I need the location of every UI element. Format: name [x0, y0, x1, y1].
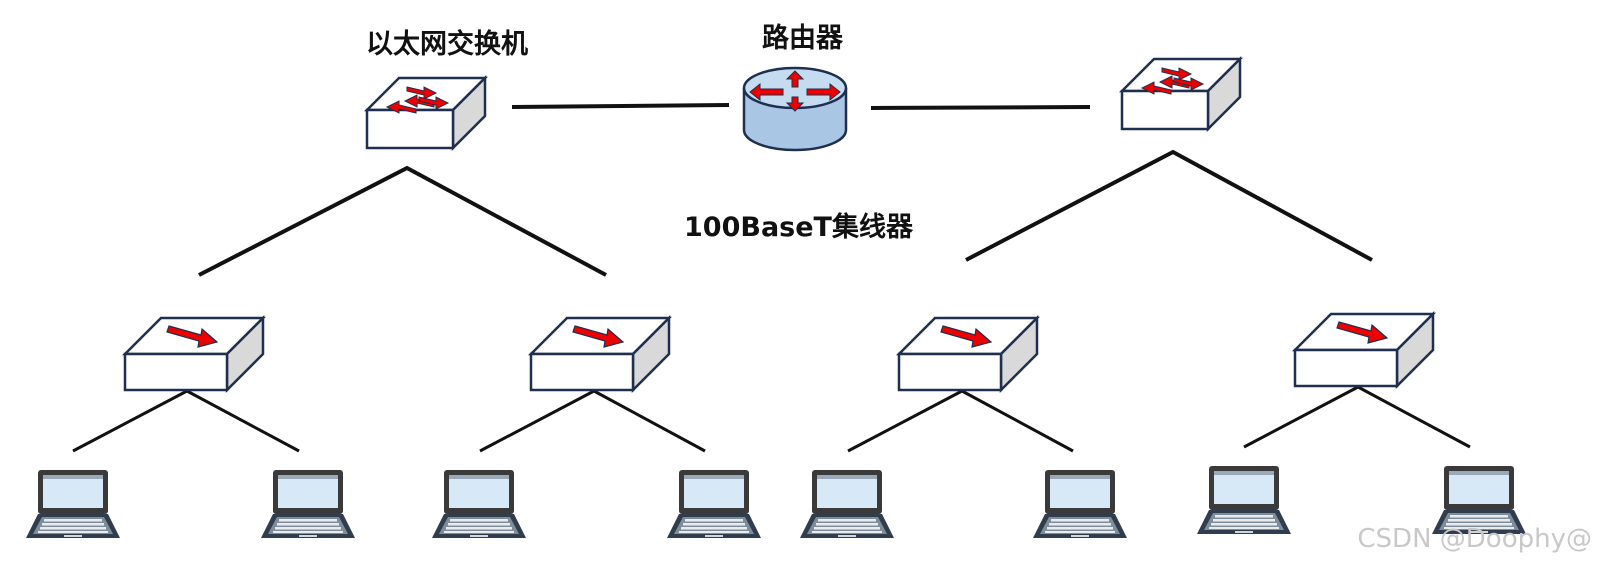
link-router-right-switch	[870, 105, 1091, 110]
laptop-icon	[26, 470, 120, 538]
router-label: 路由器	[762, 23, 843, 54]
laptop-icon	[1033, 470, 1127, 538]
hub-icon	[529, 316, 671, 392]
laptop-icon	[800, 470, 894, 538]
ethernet-switch-icon	[365, 76, 487, 150]
watermark: CSDN @Doophy@	[1357, 524, 1592, 554]
hub-icon	[1293, 312, 1435, 388]
hub-icon	[897, 316, 1039, 392]
switch-to-hub-links	[198, 149, 1373, 277]
hub-to-laptop-links	[72, 385, 1471, 453]
hub-icon	[123, 316, 265, 392]
router-icon	[742, 66, 848, 152]
link-router-left-switch	[511, 103, 730, 109]
laptop-icon	[261, 470, 355, 538]
laptop-icon	[1197, 466, 1291, 534]
hub-label: 100BaseT集线器	[684, 212, 913, 243]
laptop-icon	[432, 470, 526, 538]
ethernet-switch-icon	[1120, 57, 1242, 131]
ethernet-switch-label: 以太网交换机	[366, 29, 528, 60]
laptop-icon	[667, 470, 761, 538]
